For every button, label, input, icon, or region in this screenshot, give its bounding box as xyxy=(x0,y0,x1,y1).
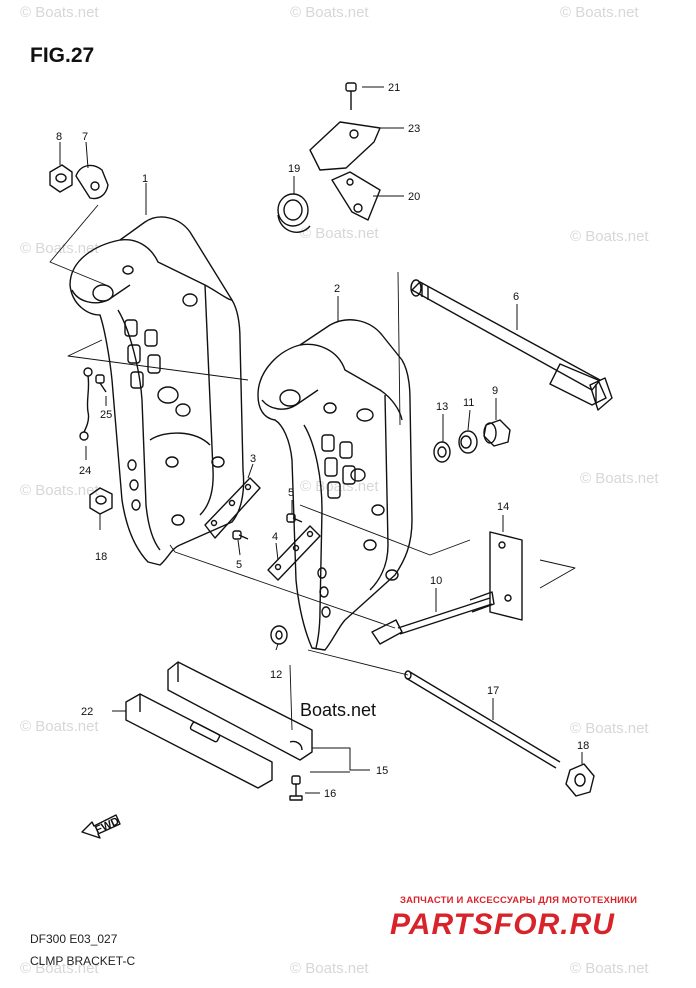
nut-8 xyxy=(49,164,73,193)
rod-17 xyxy=(404,670,561,769)
callout-13: 13 xyxy=(436,401,448,413)
callout-21: 21 xyxy=(388,82,400,94)
watermark: © Boats.net xyxy=(20,718,99,735)
callout-16: 16 xyxy=(324,788,336,800)
cover-23 xyxy=(309,121,381,171)
callout-23: 23 xyxy=(408,123,420,135)
watermark: © Boats.net xyxy=(290,960,369,977)
screw-25 xyxy=(95,374,107,393)
fwd-arrow-icon xyxy=(81,814,121,839)
watermark-main: Boats.net xyxy=(300,700,377,720)
part-name: CLMP BRACKET-C xyxy=(30,954,136,968)
callout-4: 4 xyxy=(272,531,278,543)
callout-5: 5 xyxy=(236,559,242,571)
wire-24 xyxy=(79,367,93,441)
watermark: © Boats.net xyxy=(20,240,99,257)
bushing-11 xyxy=(458,430,478,454)
callout-14: 14 xyxy=(497,501,509,513)
watermark: © Boats.net xyxy=(580,470,659,487)
fwd-label: FWD xyxy=(93,815,121,836)
callout-7: 7 xyxy=(82,131,88,143)
callout-24: 24 xyxy=(79,465,91,477)
callout-5: 5 xyxy=(288,487,294,499)
callout-2: 2 xyxy=(334,283,340,295)
callout-9: 9 xyxy=(492,385,498,397)
clamp-bracket-right xyxy=(257,319,413,651)
callout-8: 8 xyxy=(56,131,62,143)
tilt-tube-6 xyxy=(410,279,613,411)
watermark: © Boats.net xyxy=(560,4,639,21)
block-15 xyxy=(167,661,313,761)
watermark: © Boats.net xyxy=(570,960,649,977)
nut-18-left xyxy=(89,487,113,515)
bracket-20 xyxy=(331,171,381,221)
callout-25: 25 xyxy=(100,409,112,421)
watermark: © Boats.net xyxy=(20,4,99,21)
washer-13 xyxy=(433,441,451,463)
callout-15: 15 xyxy=(376,765,388,777)
figure-title: FIG.27 xyxy=(30,44,95,67)
grommet-19 xyxy=(277,193,311,233)
plate-3 xyxy=(204,477,261,539)
callout-labels: 1 2 3 4 5 5 6 7 8 9 10 11 12 13 14 15 16… xyxy=(56,82,589,836)
callout-6: 6 xyxy=(513,291,519,303)
clamp-bracket-left xyxy=(69,216,245,566)
watermark: © Boats.net xyxy=(20,482,99,499)
bushing-9 xyxy=(483,419,511,447)
watermark: © Boats.net xyxy=(570,720,649,737)
callout-11: 11 xyxy=(463,397,474,409)
callout-12: 12 xyxy=(270,669,282,681)
screw-5a xyxy=(286,513,303,523)
bolt-10 xyxy=(371,591,495,645)
screw-16 xyxy=(289,775,303,801)
callout-22: 22 xyxy=(81,706,93,718)
watermark: © Boats.net xyxy=(570,228,649,245)
block-22 xyxy=(125,693,273,789)
store-tagline: ЗАПЧАСТИ И АКСЕССУАРЫ ДЛЯ МОТОТЕХНИКИ xyxy=(400,895,638,906)
watermark: © Boats.net xyxy=(20,960,99,977)
leader-lines xyxy=(59,86,583,794)
washer-12 xyxy=(270,625,288,645)
nut-18-right xyxy=(565,763,595,797)
bolt-21 xyxy=(345,82,357,110)
callout-1: 1 xyxy=(142,173,148,185)
screw-5b xyxy=(232,530,249,540)
callout-18: 18 xyxy=(577,740,589,752)
plate-14 xyxy=(489,531,523,621)
callout-20: 20 xyxy=(408,191,420,203)
watermark: © Boats.net xyxy=(300,225,379,242)
assembly-lines xyxy=(49,204,576,731)
callout-3: 3 xyxy=(250,453,256,465)
plate-7 xyxy=(75,164,109,200)
callout-17: 17 xyxy=(487,685,499,697)
callout-10: 10 xyxy=(430,575,442,587)
watermark: © Boats.net xyxy=(290,4,369,21)
model-code: DF300 E03_027 xyxy=(30,932,118,946)
plate-4 xyxy=(267,525,321,581)
callout-19: 19 xyxy=(288,163,300,175)
callout-18: 18 xyxy=(95,551,107,563)
store-logo[interactable]: PARTSFOR.RU xyxy=(390,908,615,941)
